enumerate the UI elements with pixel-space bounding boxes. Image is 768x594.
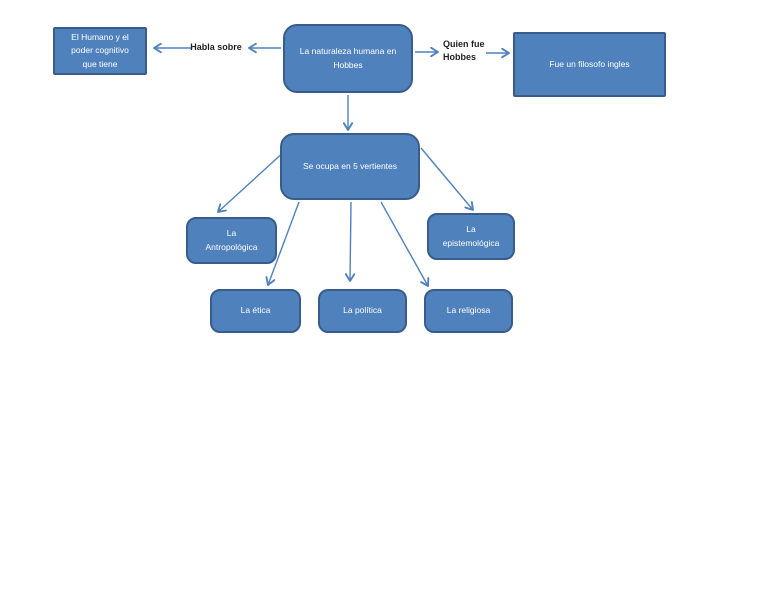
connector-vertientes-to-antropologica (217, 149, 287, 213)
node-humano-poder-cognitivo: El Humano y el poder cognitivo que tiene (53, 27, 147, 75)
edge-label-quien-fue-hobbes: Quien fue Hobbes (443, 39, 485, 62)
node-label: La naturaleza humana en Hobbes (299, 46, 397, 70)
node-cinco-vertientes: Se ocupa en 5 vertientes (280, 133, 420, 200)
node-epistemologica: La epistemológica (427, 213, 515, 260)
node-religiosa: La religiosa (424, 289, 513, 333)
node-politica: La política (318, 289, 407, 333)
node-label: La política (343, 305, 382, 316)
node-etica: La ética (210, 289, 301, 333)
node-label: Se ocupa en 5 vertientes (302, 160, 398, 171)
connector-vertientes-to-religiosa (380, 201, 430, 287)
node-label: Fue un filosofo ingles (549, 58, 630, 69)
connector-vertientes-to-epistemologica (420, 147, 474, 211)
edge-label-habla-sobre: Habla sobre (190, 42, 242, 52)
node-label: La epistemológica (442, 224, 500, 248)
node-label: El Humano y el poder cognitivo que tiene (71, 32, 129, 69)
node-label: La Antropológica (205, 228, 258, 252)
node-naturaleza-humana-hobbes: La naturaleza humana en Hobbes (283, 24, 413, 93)
node-label: La religiosa (446, 305, 491, 316)
node-label: La ética (240, 305, 271, 316)
node-antropologica: La Antropológica (186, 217, 277, 264)
node-filosofo-ingles: Fue un filosofo ingles (513, 32, 666, 97)
connector-vertientes-to-politica (344, 201, 356, 282)
